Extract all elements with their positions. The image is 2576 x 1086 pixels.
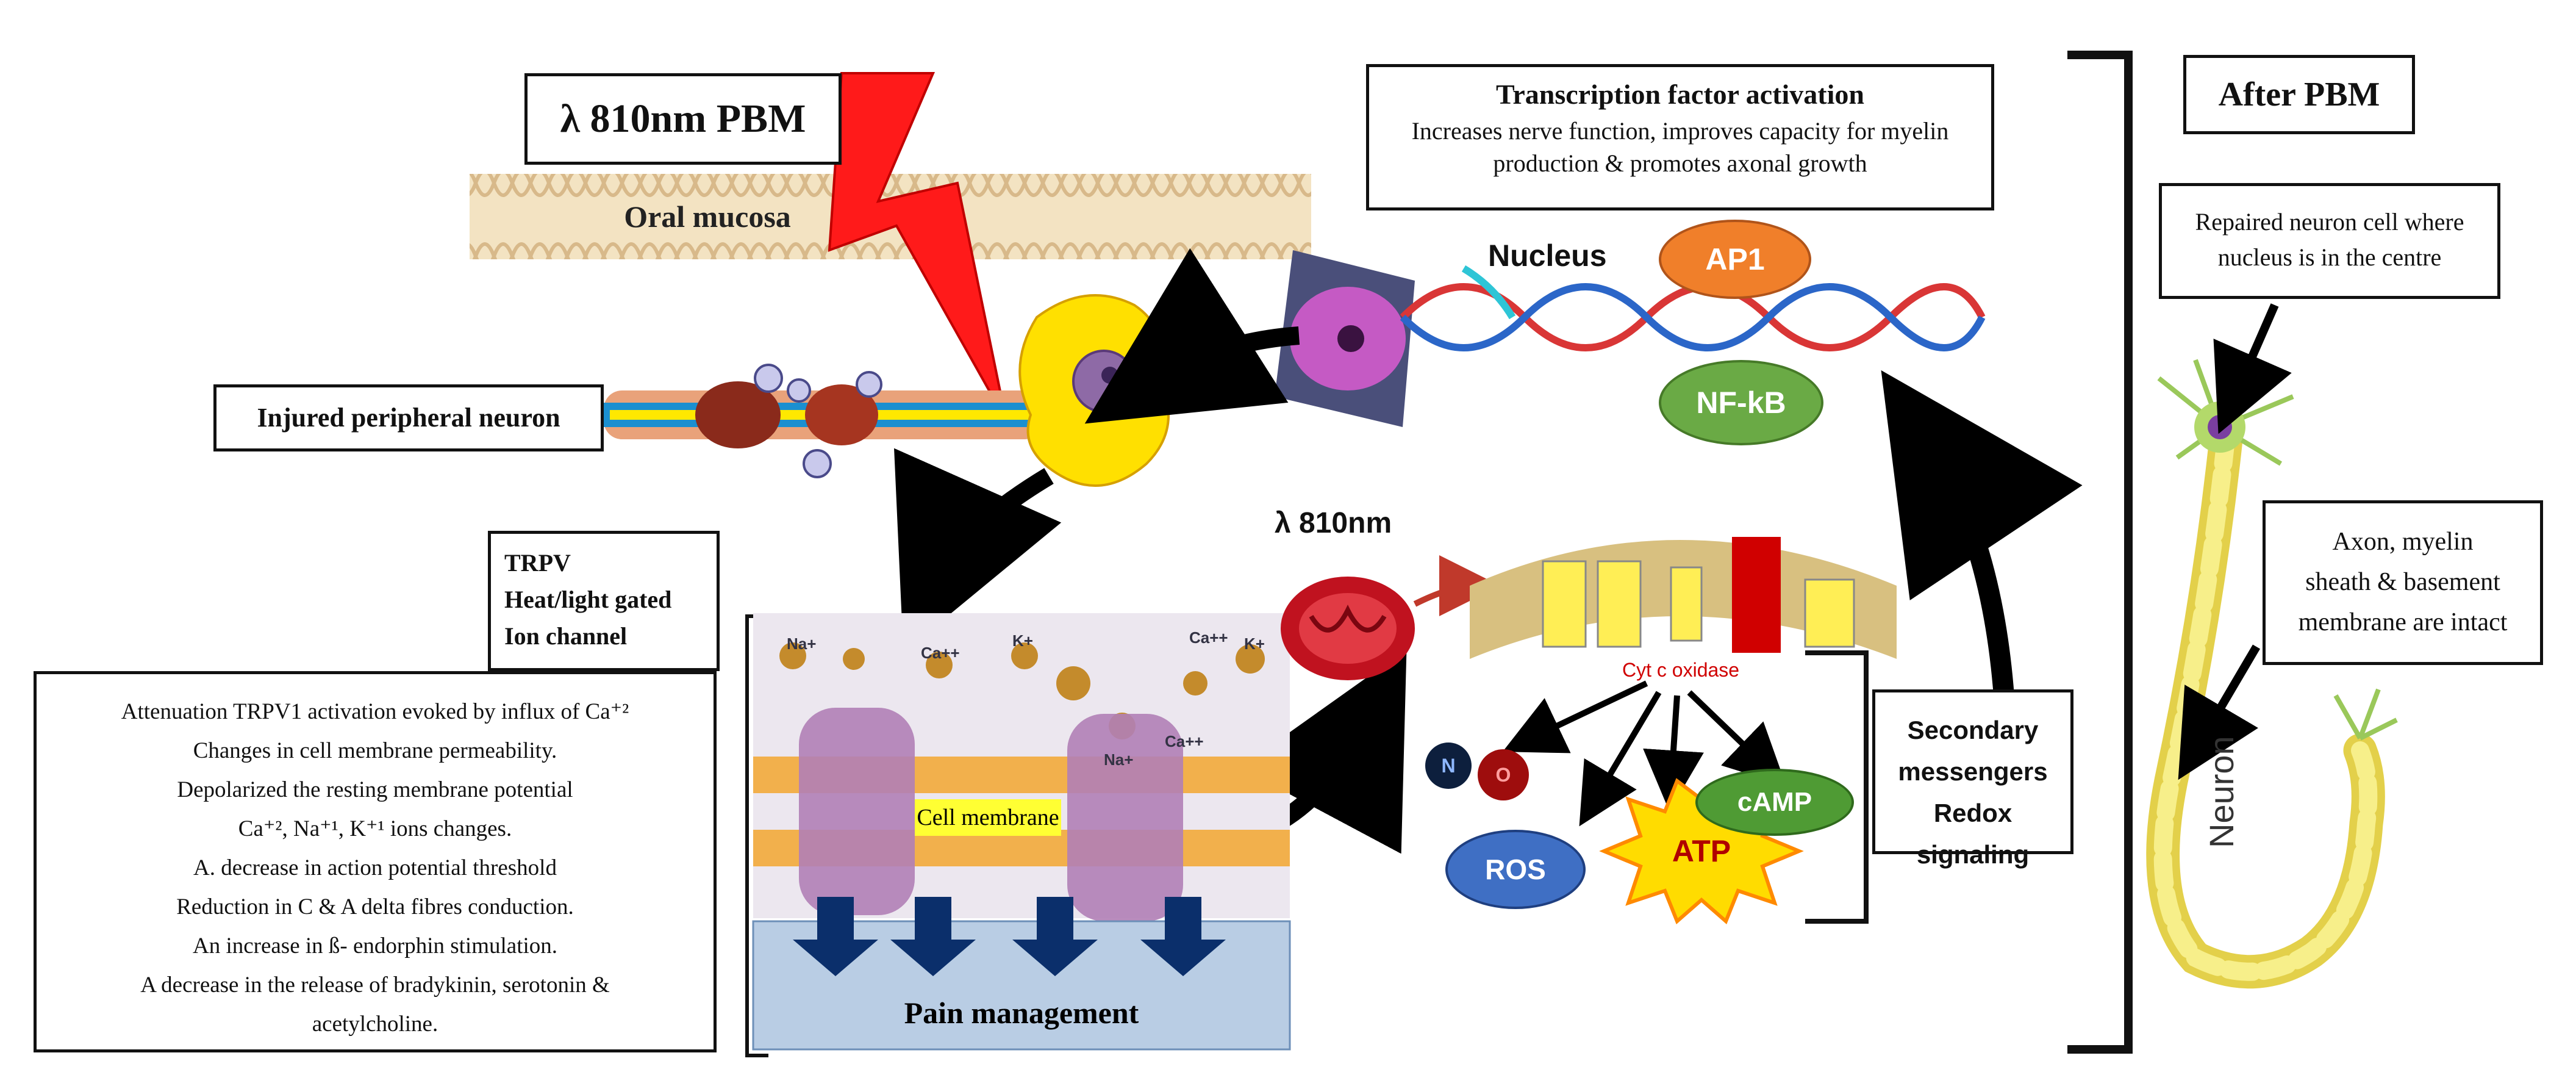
secondary-line1: Secondary (1907, 716, 2039, 744)
transcription-title: Transcription factor activation (1496, 79, 1864, 110)
repaired-line1: Repaired neuron cell where (2195, 208, 2464, 236)
after-pbm-box: After PBM (2183, 55, 2415, 134)
oxygen-atom-icon (1478, 749, 1529, 800)
healthy-neuron-icon (2146, 359, 2398, 989)
laser-bolt-icon (828, 72, 1007, 422)
nucleus-image-icon (1275, 250, 1415, 427)
ion-ca-label: Ca++ (1189, 628, 1228, 647)
downward-arrows (793, 897, 1226, 976)
mitochondrion-icon (1281, 577, 1415, 680)
ion-k-label: K+ (1012, 631, 1033, 650)
cyt-oxidase-label: Cyt c oxidase (1622, 659, 1740, 681)
transcription-line2: production & promotes axonal growth (1493, 149, 1867, 177)
electron-transport-chain-icon (1470, 537, 1897, 659)
nitrogen-atom-icon (1425, 743, 1472, 789)
ion-ca-label: Ca++ (921, 644, 960, 662)
cell-membrane-label: Cell membrane (915, 799, 1061, 836)
axon-intact-box: Axon, myelin sheath & basement membrane … (2263, 500, 2543, 665)
nitrogen-label: N (1441, 754, 1456, 777)
secondary-line2: messengers (1898, 757, 2048, 786)
cyt-bracket (1805, 650, 1869, 924)
repaired-line2: nucleus is in the centre (2217, 243, 2442, 271)
transcription-box: Transcription factor activation Increase… (1366, 64, 1994, 210)
neuron-label: Neuron (2202, 736, 2241, 848)
arrow-to-nucleus-after (2213, 303, 2292, 434)
lambda-810-label: λ 810nm (1275, 507, 1392, 539)
oral-mucosa-label: Oral mucosa (624, 200, 791, 234)
secondary-messengers-box: Secondary messengers Redox signaling (1872, 689, 2073, 869)
effect-item: Ca⁺², Na⁺¹, K⁺¹ ions changes. (238, 816, 512, 841)
arrow-nucleus-to-neuron (1084, 248, 1300, 424)
effect-item: acetylcholine. (312, 1012, 438, 1037)
neuron-soma-icon (1018, 294, 1170, 487)
nucleus-label: Nucleus (1488, 239, 1607, 273)
oxygen-label: O (1495, 763, 1511, 786)
effect-item: Changes in cell membrane permeability. (193, 738, 557, 763)
axon-line3: membrane are intact (2298, 608, 2508, 636)
cell-membrane-image (753, 613, 1290, 921)
effect-item: Reduction in C & A delta fibres conducti… (176, 894, 574, 919)
pain-management-label: Pain management (904, 996, 1139, 1030)
camp-badge: cAMP (1695, 769, 1854, 836)
cyt-oxidase-arrows (1502, 680, 1786, 827)
effect-item: An increase in ß- endorphin stimulation. (192, 933, 558, 958)
axon-line1: Axon, myelin (2332, 528, 2474, 556)
arrow-neuron-to-membrane (894, 448, 1062, 653)
ros-badge: ROS (1445, 830, 1586, 909)
trpv-line3: Ion channel (504, 622, 628, 650)
ion-ca-label: Ca++ (1165, 732, 1204, 750)
injured-axon-icon (604, 364, 1043, 478)
trpv-line1: TRPV (504, 549, 571, 577)
nfkb-badge: NF-kB (1659, 360, 1823, 445)
effect-item: A decrease in the release of bradykinin,… (140, 973, 610, 998)
trpv-line2: Heat/light gated (504, 586, 672, 613)
repaired-neuron-box: Repaired neuron cell where nucleus is in… (2159, 183, 2500, 299)
trpv-box: TRPV Heat/light gated Ion channel (488, 531, 720, 671)
effect-item: A. decrease in action potential threshol… (193, 855, 557, 880)
secondary-line3: Redox signaling (1916, 799, 2030, 869)
effect-item: Depolarized the resting membrane potenti… (177, 777, 573, 802)
ap1-badge: AP1 (1659, 220, 1811, 299)
injured-neuron-box: Injured peripheral neuron (213, 384, 604, 451)
atp-label: ATP (1672, 834, 1731, 868)
effect-item: Attenuation TRPV1 activation evoked by i… (121, 699, 629, 724)
red-arrow-to-membrane (1413, 555, 1500, 617)
arrow-to-axon-after (2178, 644, 2261, 780)
big-bracket (2067, 51, 2133, 1054)
pbm-title-box: λ 810nm PBM (524, 73, 842, 165)
effects-box: Attenuation TRPV1 activation evoked by i… (34, 671, 717, 1052)
transcription-line1: Increases nerve function, improves capac… (1411, 117, 1949, 145)
ion-na-label: Na+ (787, 635, 817, 653)
ion-na-label: Na+ (1104, 750, 1134, 769)
ion-k-label: K+ (1244, 635, 1265, 653)
axon-line2: sheath & basement (2305, 568, 2500, 596)
